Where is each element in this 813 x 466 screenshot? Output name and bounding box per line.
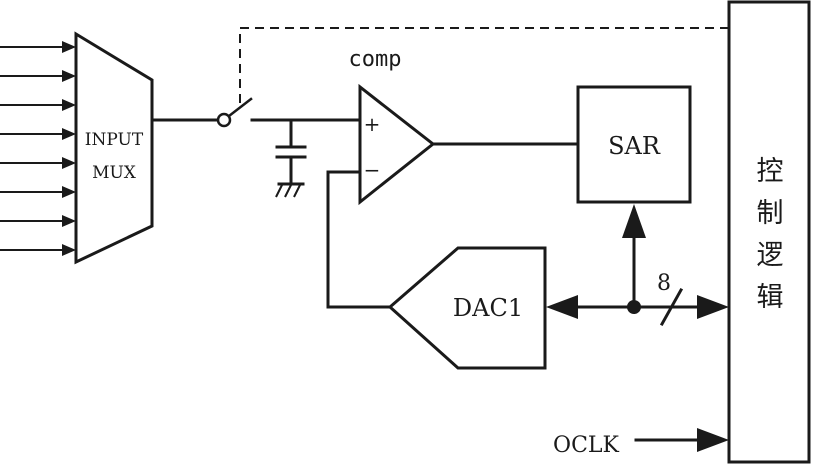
mux-input-arrowhead (62, 99, 76, 111)
sar-label: SAR (608, 132, 661, 160)
bus-width-slash (659, 287, 684, 327)
mux-input-arrowhead (62, 215, 76, 227)
sar-block: SAR (576, 85, 692, 204)
comparator-plus-label: + (364, 112, 381, 136)
oclk-input: OCLK (553, 428, 729, 458)
data-bus: 8 (546, 271, 729, 327)
dac-feedback-wire (326, 170, 392, 309)
bus-arrow-right (697, 295, 729, 319)
control-logic-char-1: 控 (757, 156, 784, 187)
mux-input-arrowhead (62, 70, 76, 82)
control-logic-char-2: 制 (757, 198, 784, 229)
sampling-capacitor (275, 118, 307, 186)
ground-symbol (275, 182, 305, 198)
comparator: + − (358, 83, 436, 206)
mux-input-arrowhead (62, 41, 76, 53)
dac-block: DAC1 (387, 246, 547, 370)
bus-width-label: 8 (657, 271, 671, 296)
mux-input-arrowhead (62, 128, 76, 140)
input-mux-label-line1: INPUT (85, 130, 144, 150)
mux-input-arrowhead (62, 157, 76, 169)
mux-input-arrows (0, 41, 76, 256)
oclk-arrow (697, 428, 729, 452)
input-mux: INPUT MUX (74, 31, 154, 265)
mux-input-arrowhead (62, 244, 76, 256)
comparator-minus-label: − (364, 158, 381, 182)
input-mux-label-line2: MUX (92, 163, 137, 183)
control-logic-char-3: 逻 (757, 240, 784, 271)
control-logic-block: 控 制 逻 辑 (727, 0, 811, 464)
bus-to-sar-arrow (622, 204, 646, 238)
switch-control-line (239, 27, 729, 108)
dac-label: DAC1 (453, 294, 523, 322)
mux-input-arrowhead (62, 186, 76, 198)
oclk-label: OCLK (553, 433, 619, 458)
bus-arrow-left (546, 295, 578, 319)
comparator-label: comp (349, 47, 402, 72)
sample-switch (216, 97, 253, 128)
control-logic-char-4: 辑 (757, 282, 784, 313)
